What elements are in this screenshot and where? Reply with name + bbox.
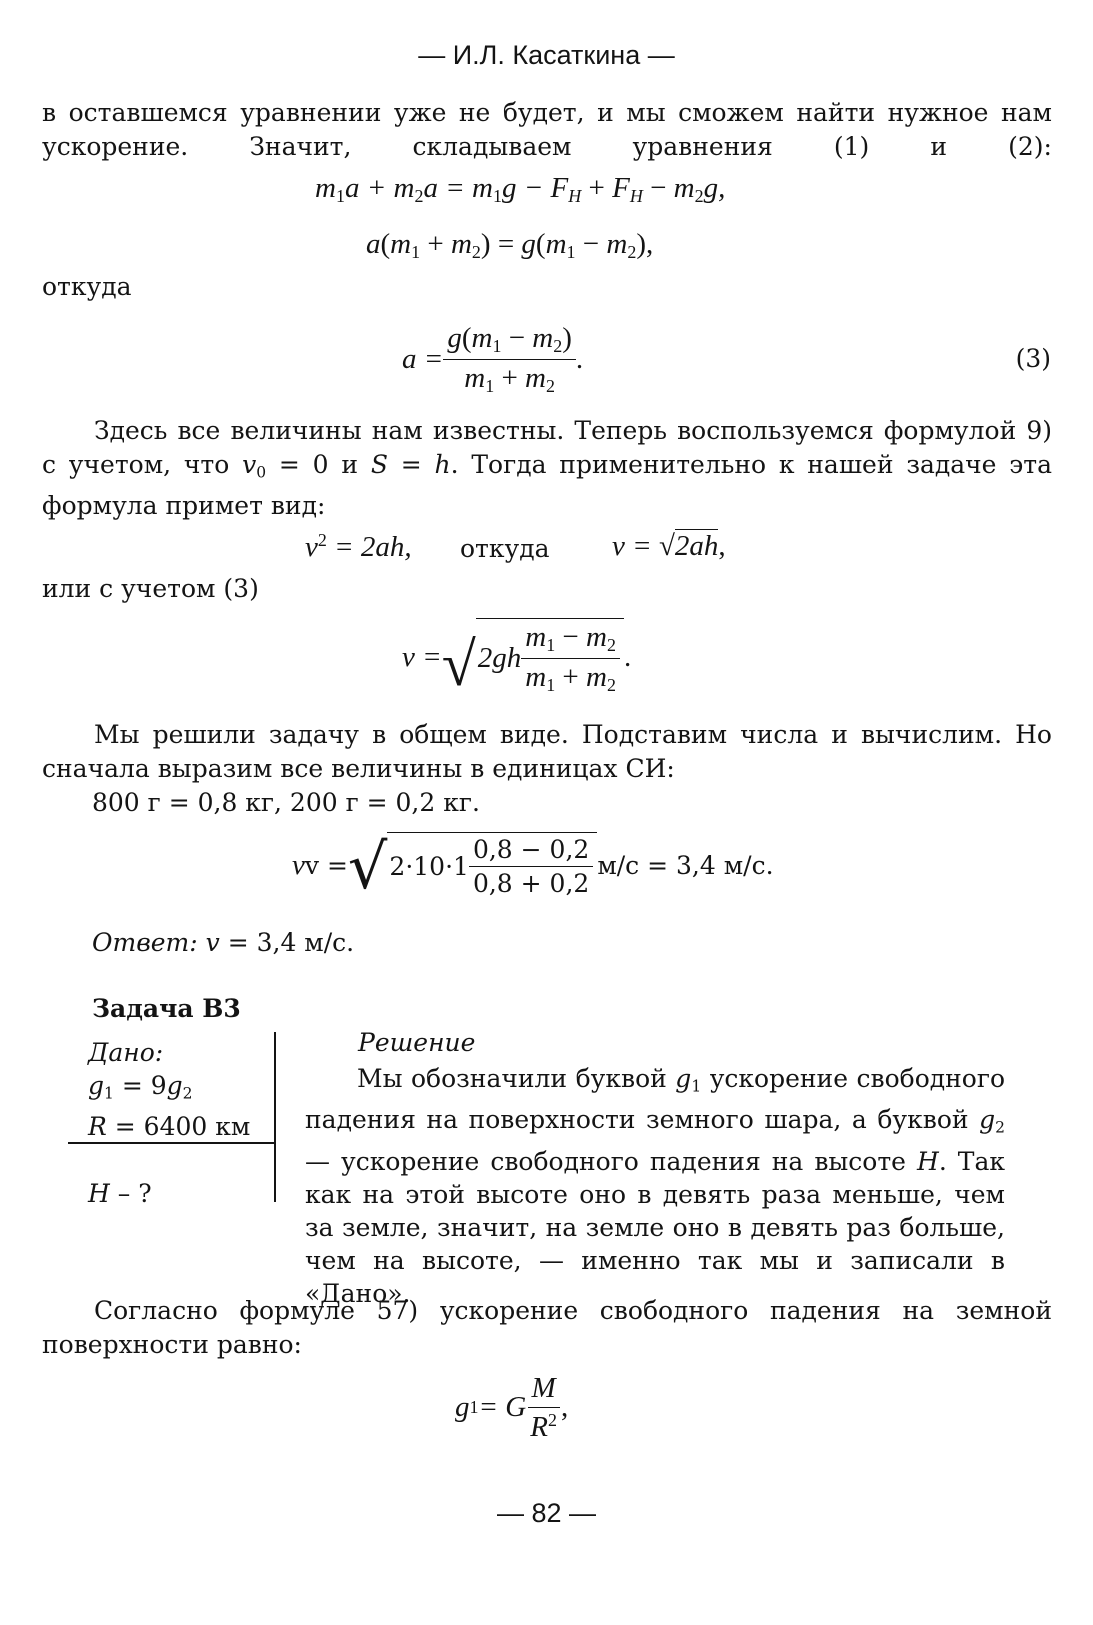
paragraph-with-3: или с учетом (3) [42, 574, 259, 603]
page-number: — 82 — [496, 1498, 597, 1528]
paragraph-general-solution: Мы решили задачу в общем виде. Подставим… [42, 720, 1052, 783]
task-title: Задача В3 [92, 994, 241, 1023]
running-header: — И.Л. Касаткина — [418, 40, 675, 70]
equation-sum: m1a + m2a = m1g − FH + FH − m2g, [315, 172, 726, 207]
paragraph-intro: в оставшемся уравнении уже не будет, и м… [42, 98, 1052, 161]
given-unknown: H – ? [88, 1179, 152, 1209]
solution-label: Решение [358, 1028, 476, 1057]
solution-text: Мы обозначили буквой g1 ускорение свобод… [305, 1064, 1005, 1308]
word-otkuda: откуда [42, 272, 132, 301]
equation-velocity-root: v = √2ah, [612, 529, 726, 562]
equation-acceleration: a = g(m1 − m2) m1 + m2 . [402, 322, 584, 397]
equation-number-3: (3) [1015, 344, 1051, 373]
equation-velocity-squared: v2 = 2ah, [305, 530, 412, 563]
given-block: Дано: g1 = 9g2 R = 6400 км H – ? [88, 1036, 278, 1210]
given-divider-horizontal [68, 1142, 276, 1144]
given-divider-vertical [274, 1032, 276, 1202]
paragraph-formula-57: Согласно формуле 57) ускорение свободног… [42, 1296, 1052, 1359]
paragraph-si-units: 800 г = 0,8 кг, 200 г = 0,2 кг. [92, 788, 480, 817]
equation-factored: a(m1 + m2) = g(m1 − m2), [366, 228, 654, 263]
word-otkuda-inline: откуда [460, 534, 550, 563]
given-g1: g1 = 9g2 [88, 1071, 193, 1103]
answer-line: Ответ: v = 3,4 м/с. [92, 928, 355, 957]
paragraph-formula-9: Здесь все величины нам известны. Теперь … [42, 416, 1053, 521]
fraction-acceleration: g(m1 − m2) m1 + m2 [443, 322, 576, 397]
equation-velocity-general: v = √ 2gh m1 − m2 m1 + m2 . [402, 618, 631, 696]
given-label: Дано: [88, 1038, 164, 1067]
given-radius: R = 6400 км [88, 1112, 251, 1142]
